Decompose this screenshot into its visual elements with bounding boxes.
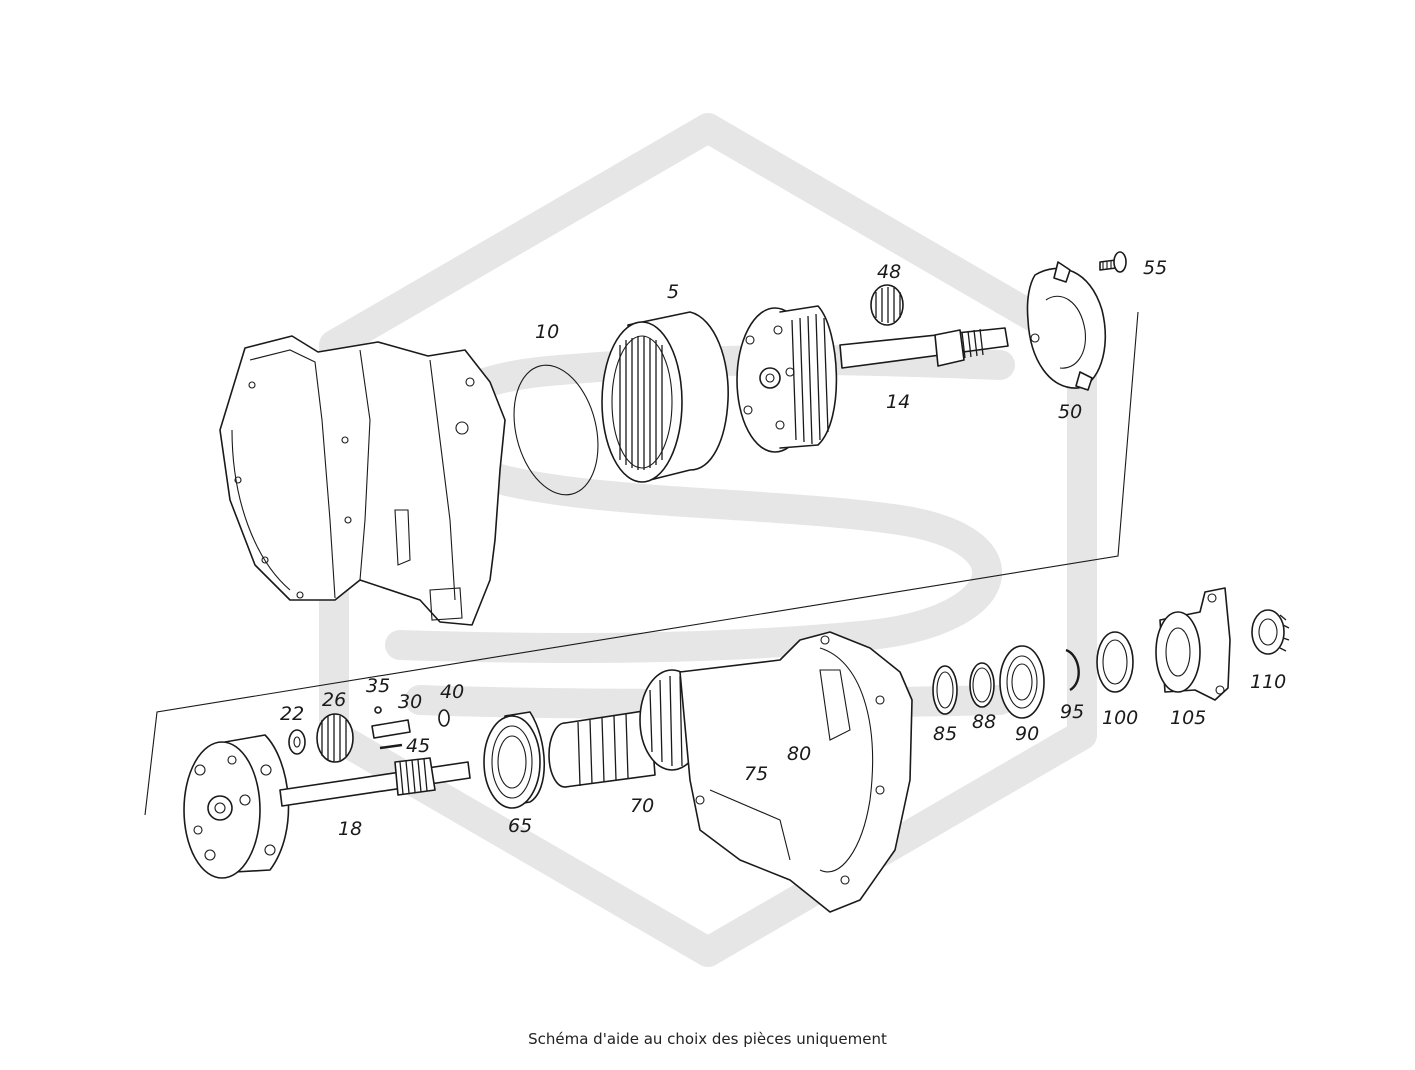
part-10-o-ring[interactable] bbox=[501, 356, 611, 503]
callout-14: 14 bbox=[886, 391, 910, 413]
part-88-washer[interactable] bbox=[969, 662, 995, 708]
callout-105: 105 bbox=[1170, 707, 1206, 729]
part-45-needle[interactable] bbox=[379, 743, 403, 750]
callout-110: 110 bbox=[1250, 671, 1286, 693]
callout-80: 80 bbox=[787, 743, 811, 765]
callout-40: 40 bbox=[440, 681, 464, 703]
part-40-ring[interactable] bbox=[438, 709, 450, 727]
part-100-seal[interactable] bbox=[1096, 631, 1134, 693]
part-35-ball[interactable] bbox=[374, 706, 382, 714]
callout-100: 100 bbox=[1102, 707, 1138, 729]
callout-90: 90 bbox=[1015, 723, 1039, 745]
callout-22: 22 bbox=[280, 703, 304, 725]
part-22-washer[interactable] bbox=[288, 729, 306, 755]
part-14-planet-carrier[interactable] bbox=[736, 305, 1009, 453]
part-95-circlip[interactable] bbox=[1065, 648, 1080, 692]
callout-75: 75 bbox=[744, 763, 768, 785]
callout-88: 88 bbox=[972, 711, 996, 733]
callout-35: 35 bbox=[366, 675, 390, 697]
part-5-ring-gear[interactable] bbox=[601, 311, 729, 483]
part-26-pinion-gear[interactable] bbox=[316, 713, 354, 763]
part-110-nut[interactable] bbox=[1251, 609, 1290, 655]
part-90-bearing[interactable] bbox=[999, 645, 1045, 719]
callout-45: 45 bbox=[406, 735, 430, 757]
part-105-flange[interactable] bbox=[1155, 587, 1231, 701]
part-18-output-shaft[interactable] bbox=[183, 734, 471, 879]
transfer-case-housing[interactable] bbox=[679, 631, 913, 913]
part-85-washer[interactable] bbox=[932, 665, 958, 715]
callout-10: 10 bbox=[535, 321, 559, 343]
callout-30: 30 bbox=[398, 691, 422, 713]
part-65-bearing[interactable] bbox=[483, 711, 545, 809]
callout-85: 85 bbox=[933, 723, 957, 745]
callout-70: 70 bbox=[630, 795, 654, 817]
callout-95: 95 bbox=[1060, 701, 1084, 723]
callout-48: 48 bbox=[877, 261, 901, 283]
part-10-bell-housing[interactable] bbox=[219, 335, 506, 626]
part-50-bracket[interactable] bbox=[1026, 261, 1107, 391]
callout-5: 5 bbox=[667, 281, 679, 303]
part-30-pin[interactable] bbox=[371, 719, 411, 739]
callout-18: 18 bbox=[338, 818, 362, 840]
callout-26: 26 bbox=[322, 689, 346, 711]
callout-65: 65 bbox=[508, 815, 532, 837]
part-55-screw[interactable] bbox=[1099, 251, 1127, 273]
diagram-caption: Schéma d'aide au choix des pièces unique… bbox=[528, 1030, 887, 1048]
assembly-boundary-line bbox=[144, 311, 1139, 816]
part-48-needle-bearing[interactable] bbox=[870, 284, 904, 326]
callout-50: 50 bbox=[1058, 401, 1082, 423]
callout-55: 55 bbox=[1143, 257, 1167, 279]
